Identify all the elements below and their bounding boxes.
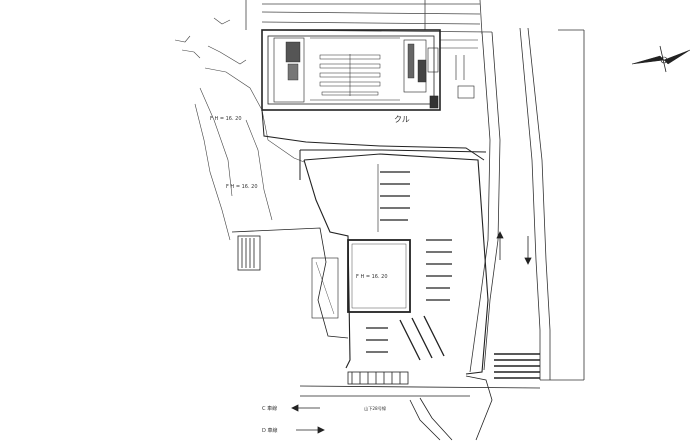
right-road	[469, 27, 585, 381]
fh-label-center: F H = 16. 20	[356, 274, 388, 280]
road-arrows	[291, 231, 532, 434]
shelf-rows	[319, 54, 381, 96]
parking-stalls-middle	[426, 239, 452, 301]
yamashita-road-label: 山下28号線	[364, 405, 387, 412]
main-lot-boundary	[303, 153, 489, 375]
store-building	[261, 29, 441, 111]
upper-lot-boundary	[261, 109, 487, 180]
left-contours	[174, 17, 305, 241]
fh-label-mid: F H = 16. 20	[226, 184, 258, 190]
fh-label-left: F H = 16. 20	[210, 116, 242, 122]
center-building	[347, 239, 411, 313]
bottom-entrance	[299, 371, 541, 441]
north-arrow-icon	[631, 45, 691, 73]
kuru-label: クル	[394, 115, 410, 124]
parking-stalls-lower	[366, 315, 445, 361]
c-road-label: C 車線	[262, 405, 277, 412]
parking-stalls-upper	[377, 164, 410, 232]
d-road-label: D 車線	[262, 427, 277, 434]
store-entry	[427, 39, 478, 109]
left-ramp	[231, 227, 349, 339]
crosswalk	[494, 353, 540, 379]
top-boundary	[245, 0, 493, 35]
